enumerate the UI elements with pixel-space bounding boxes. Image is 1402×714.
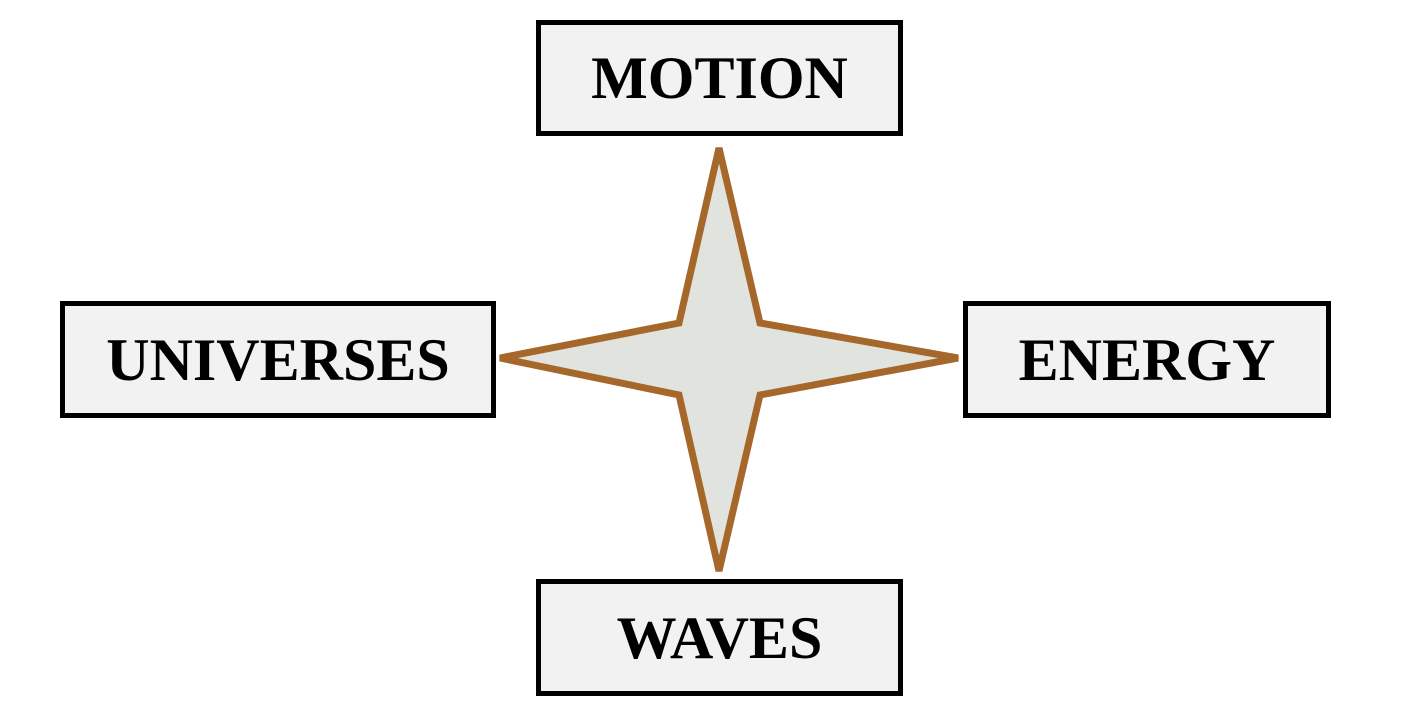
four-point-star bbox=[499, 147, 959, 572]
node-energy: ENERGY bbox=[963, 301, 1331, 418]
node-waves: WAVES bbox=[536, 579, 903, 696]
node-energy-label: ENERGY bbox=[1018, 326, 1276, 393]
node-universes-label: UNIVERSES bbox=[106, 326, 450, 393]
node-motion-label: MOTION bbox=[591, 45, 848, 111]
node-motion: MOTION bbox=[536, 20, 903, 136]
node-universes: UNIVERSES bbox=[60, 301, 496, 418]
node-waves-label: WAVES bbox=[616, 604, 823, 671]
